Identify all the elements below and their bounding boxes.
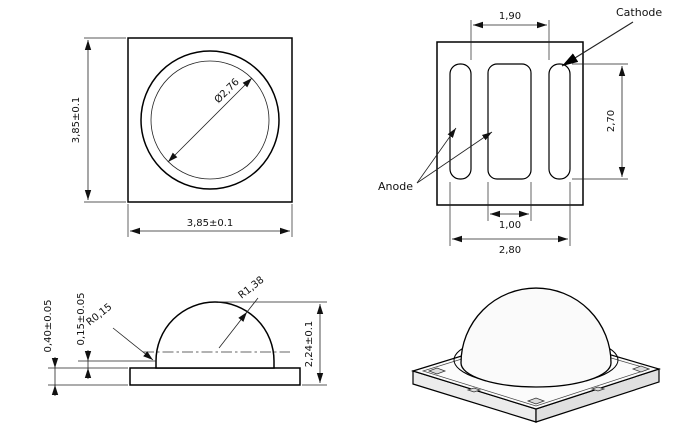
cathode-leader — [561, 21, 634, 67]
anode-label: Anode — [378, 180, 413, 193]
extension-lines — [487, 182, 532, 221]
dim-pad-gap: 1,90 — [470, 11, 550, 60]
top-view: Ø2,76 3,85±0.1 3,85±0.1 — [71, 37, 293, 237]
anode-leader-1 — [416, 127, 457, 184]
corner-mark-left — [427, 367, 447, 375]
leader — [112, 327, 154, 361]
extension-lines — [470, 20, 550, 60]
dim-height-label: 3,85±0.1 — [71, 97, 82, 144]
anode-callout: Anode — [378, 127, 493, 193]
leader-tail — [246, 297, 259, 313]
fillet-radius-callout: R0,15 — [85, 302, 154, 361]
iso-lens-dome — [460, 287, 612, 388]
side-view: 0,40±0.05 0,15±0.05 R0,15 R1,38 2,24±0.1 — [43, 275, 327, 396]
dim-flange-label: 0,15±0.05 — [76, 293, 87, 346]
substrate-outline — [129, 367, 301, 386]
dim-center-pad-width: 1,00 — [487, 182, 532, 231]
extension-lines — [127, 204, 293, 237]
bottom-pad-view: 1,90 Cathode 2,70 Anode 1,00 — [378, 6, 662, 256]
edge-notch-right — [590, 386, 606, 392]
dim-span-label: 2,80 — [499, 245, 521, 256]
extension-lines — [449, 182, 571, 246]
dim-center-width-label: 1,00 — [499, 220, 521, 231]
anode-pad-left — [449, 63, 472, 180]
lens-dome-profile — [155, 301, 275, 369]
dim-line — [167, 77, 253, 163]
cathode-label: Cathode — [616, 6, 662, 19]
dim-substrate-label: 0,40±0.05 — [43, 300, 54, 353]
edge-notch-left — [466, 387, 482, 393]
cathode-callout: Cathode — [561, 6, 662, 67]
cathode-pad — [548, 63, 571, 180]
dim-width-label: 3,85±0.1 — [187, 218, 234, 229]
extension-lines — [84, 37, 126, 203]
dim-total-height-label: 2,24±0.1 — [304, 321, 315, 368]
dim-pad-span: 2,80 — [449, 182, 571, 256]
dim-flange-height: 0,15±0.05 — [76, 293, 156, 379]
corner-mark-right — [631, 365, 651, 373]
r-fillet-label: R0,15 — [85, 302, 115, 329]
dim-package-height: 3,85±0.1 — [71, 37, 126, 203]
lens-outer-circle — [140, 50, 280, 190]
r-dome-label: R1,38 — [237, 275, 267, 302]
isometric-view — [410, 287, 662, 423]
dim-pad-length: 2,70 — [572, 63, 628, 180]
dim-gap-label: 1,90 — [499, 11, 521, 22]
anode-leader-2 — [416, 131, 493, 184]
dim-total-height: 2,24±0.1 — [218, 301, 327, 386]
extension-lines — [218, 301, 327, 386]
lens-inner-circle — [150, 60, 270, 180]
dim-package-width: 3,85±0.1 — [127, 204, 293, 237]
leader-arrow — [218, 311, 248, 349]
anode-pad-center — [487, 63, 532, 180]
extension-lines — [572, 63, 628, 180]
dim-length-label: 2,70 — [606, 110, 617, 132]
corner-mark-front — [526, 397, 546, 405]
